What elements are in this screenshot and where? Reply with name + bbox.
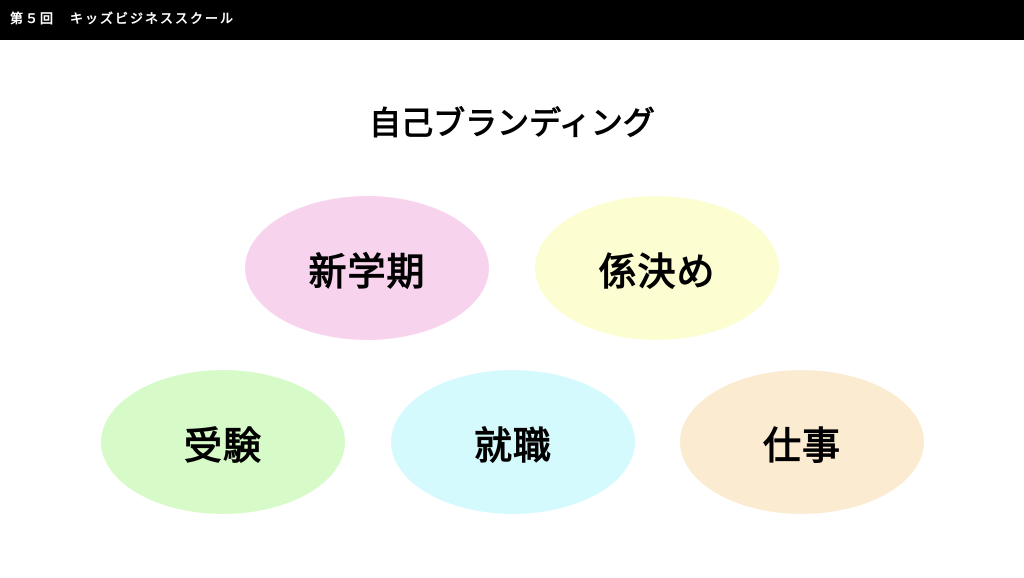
bubble-class-roles: 係決め [535, 196, 779, 340]
bubble-label: 新学期 [308, 249, 426, 294]
slide-title: 自己ブランディング [369, 104, 655, 142]
bubble-work: 仕事 [680, 370, 924, 514]
header-text: 第５回 キッズビジネススクール [10, 12, 236, 27]
header-bar: 第５回 キッズビジネススクール [0, 0, 1024, 40]
bubble-new-term: 新学期 [245, 196, 489, 340]
bubble-exam: 受験 [101, 370, 345, 514]
bubble-job-hunting: 就職 [391, 370, 635, 514]
bubble-label: 就職 [473, 423, 552, 468]
bubble-label: 仕事 [762, 423, 841, 468]
bubble-label: 係決め [598, 249, 716, 294]
bubble-label: 受験 [183, 423, 262, 468]
